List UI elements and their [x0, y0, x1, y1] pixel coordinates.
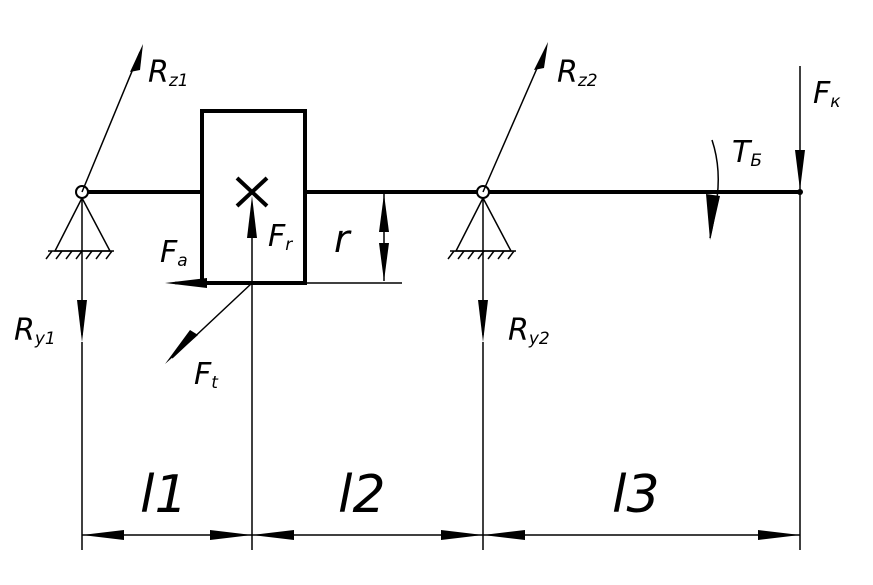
- label-fk: Fк: [813, 76, 841, 112]
- cross-icon: [235, 176, 269, 208]
- label-tb: TБ: [732, 135, 762, 171]
- label-rz1: Rz1: [148, 55, 189, 91]
- label-rz2: Rz2: [557, 55, 598, 91]
- fk-arrow: [795, 66, 805, 195]
- rz1-arrow: [81, 44, 143, 193]
- radius-dimension: [379, 194, 389, 281]
- label-fr: Fr: [268, 219, 293, 255]
- label-fa: Fa: [160, 235, 188, 271]
- ft-arrow: [165, 282, 253, 364]
- rz2-arrow: [482, 42, 548, 193]
- dim-label-l2: l2: [338, 465, 386, 525]
- gear-box: [200, 109, 307, 285]
- torque-arc-icon: [706, 139, 720, 240]
- dim-line-l1: [82, 530, 252, 540]
- fa-arrow: [165, 278, 252, 288]
- label-ft: Ft: [194, 357, 219, 393]
- ry1-arrow: [77, 198, 87, 342]
- right-support-icon: [447, 185, 516, 260]
- label-ry1: Ry1: [14, 313, 56, 349]
- left-support-icon: [45, 185, 114, 260]
- ry2-arrow: [478, 198, 488, 342]
- dim-label-l3: l3: [612, 465, 660, 525]
- dim-label-l1: l1: [140, 465, 188, 525]
- dim-line-l3: [483, 530, 800, 540]
- dim-line-l2: [252, 530, 483, 540]
- fr-arrow: [247, 196, 257, 283]
- label-ry2: Ry2: [508, 313, 550, 349]
- label-radius: r: [334, 217, 352, 261]
